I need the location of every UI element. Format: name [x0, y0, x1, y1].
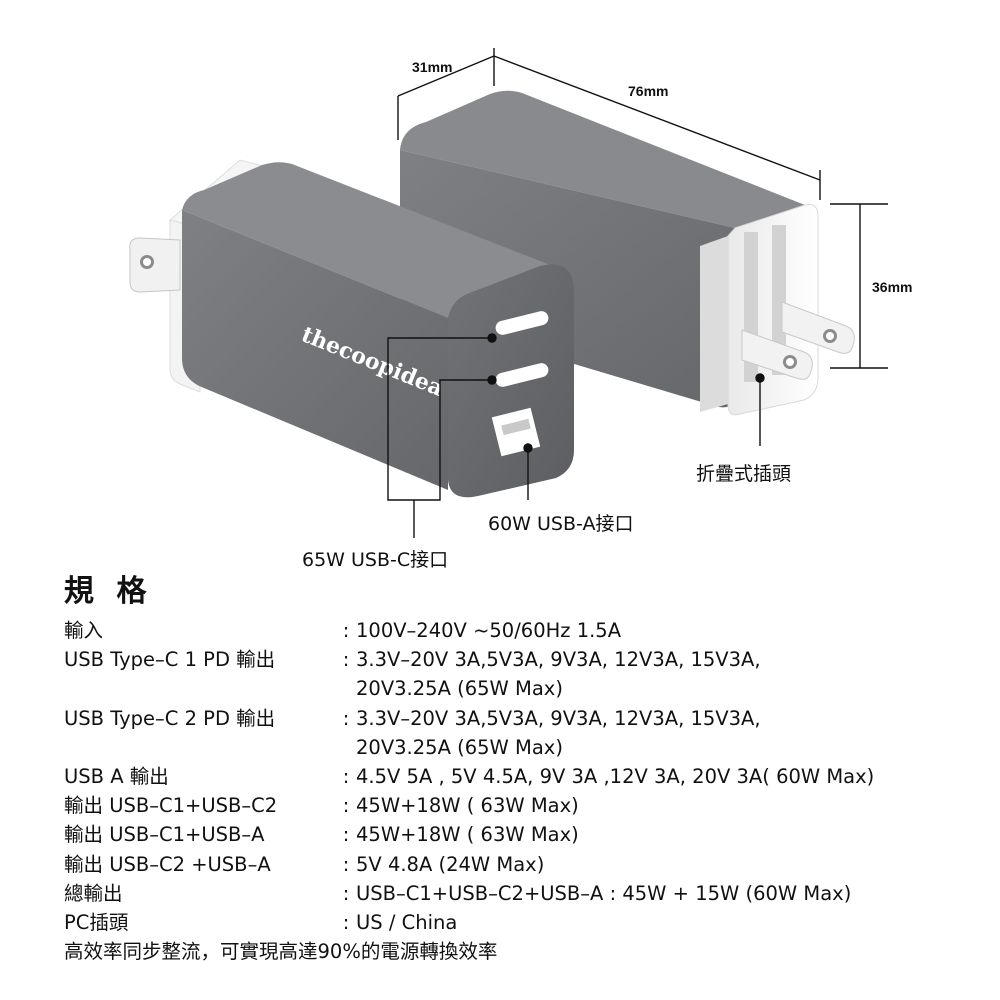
spec-label: USB Type–C 2 PD 輸出	[64, 706, 276, 730]
dimension-height-label: 36mm	[872, 279, 912, 295]
usb-c-port-2	[495, 363, 549, 387]
spec-row: USB Type–C 1 PD 輸出:3.3V–20V 3A,5V3A, 9V3…	[64, 645, 984, 703]
spec-colon: :	[342, 706, 350, 730]
plug-prong-upper	[781, 301, 855, 354]
callout-usb-a-port: 60W USB-A接口	[488, 513, 633, 535]
charger-front-view: thecoopidea	[129, 159, 574, 498]
dimension-length	[493, 55, 821, 200]
spec-label: PC插頭	[64, 911, 129, 935]
spec-colon: :	[342, 619, 350, 642]
spec-row: 總輸出:USB–C1+USB–C2+USB–A : 45W + 15W (60W…	[64, 879, 984, 908]
spec-label: 輸出 USB–C1+USB–A	[64, 823, 265, 847]
spec-value-line: 20V3.25A (65W Max)	[356, 677, 563, 701]
spec-values: 45W+18W ( 63W Max)	[356, 791, 984, 820]
usb-c-port-1	[495, 311, 549, 335]
charger-illustration: thecoopidea 31mm 76mm 36mm 折疊式插頭 60W USB…	[129, 48, 912, 571]
spec-value-line: 4.5V 5A , 5V 4.5A, 9V 3A ,12V 3A, 20V 3A…	[356, 765, 875, 789]
spec-label: 輸出 USB–C1+USB–C2	[64, 794, 278, 818]
spec-values: US / China	[356, 908, 984, 937]
callout-foldable-plug-line	[755, 373, 765, 446]
spec-value-line: 45W+18W ( 63W Max)	[356, 823, 579, 847]
spec-label: 輸出 USB–C2 +USB–A	[64, 852, 271, 876]
callout-usb-a-line	[523, 443, 533, 500]
spec-label: 輸入	[64, 619, 104, 642]
callout-usb-c-line	[387, 333, 497, 538]
spec-values: 4.5V 5A , 5V 4.5A, 9V 3A ,12V 3A, 20V 3A…	[356, 762, 984, 791]
spec-row: 輸出 USB–C1+USB–C2:45W+18W ( 63W Max)	[64, 791, 984, 820]
dimension-height	[830, 203, 888, 369]
spec-values: USB–C1+USB–C2+USB–A : 45W + 15W (60W Max…	[356, 879, 984, 908]
spec-label: USB Type–C 1 PD 輸出	[64, 648, 276, 672]
spec-colon: :	[342, 794, 350, 818]
spec-label: 總輸出	[64, 881, 123, 905]
spec-label: USB A 輸出	[64, 765, 169, 789]
spec-colon: :	[342, 852, 350, 876]
spec-value-line: 5V 4.8A (24W Max)	[356, 852, 545, 876]
spec-value-line: 20V3.25A (65W Max)	[356, 735, 563, 759]
spec-colon: :	[342, 911, 350, 935]
dimension-depth	[397, 48, 495, 140]
dimension-depth-label: 31mm	[412, 59, 452, 75]
spec-value-line: US / China	[356, 911, 458, 935]
spec-value-line: 3.3V–20V 3A,5V3A, 9V3A, 12V3A, 15V3A,	[356, 648, 761, 672]
spec-values: 100V–240V ~50/60Hz 1.5A	[356, 616, 984, 645]
spec-title: 規 格	[64, 574, 153, 609]
spec-value-line: USB–C1+USB–C2+USB–A : 45W + 15W (60W Max…	[356, 881, 852, 905]
callout-usb-c-port: 65W USB-C接口	[302, 549, 448, 571]
spec-footer: 高效率同步整流，可實現高達90%的電源轉換效率	[64, 940, 498, 963]
spec-row: PC插頭:US / China	[64, 908, 984, 937]
spec-colon: :	[342, 881, 350, 905]
plug-prong-lower	[741, 329, 813, 380]
dimension-length-label: 76mm	[628, 83, 668, 99]
callout-foldable-plug: 折疊式插頭	[696, 463, 791, 485]
spec-row: USB Type–C 2 PD 輸出:3.3V–20V 3A,5V3A, 9V3…	[64, 704, 984, 762]
spec-row: 輸出 USB–C2 +USB–A:5V 4.8A (24W Max)	[64, 850, 984, 879]
plug-prong-folded	[129, 237, 181, 293]
spec-values: 45W+18W ( 63W Max)	[356, 820, 984, 849]
spec-values: 3.3V–20V 3A,5V3A, 9V3A, 12V3A, 15V3A, 20V…	[356, 645, 984, 703]
spec-value-line: 45W+18W ( 63W Max)	[356, 794, 579, 818]
spec-value-line: 3.3V–20V 3A,5V3A, 9V3A, 12V3A, 15V3A,	[356, 706, 761, 730]
spec-colon: :	[342, 823, 350, 847]
spec-values: 3.3V–20V 3A,5V3A, 9V3A, 12V3A, 15V3A, 20V…	[356, 704, 984, 762]
spec-colon: :	[342, 765, 350, 789]
spec-values: 5V 4.8A (24W Max)	[356, 850, 984, 879]
spec-row: 輸出 USB–C1+USB–A:45W+18W ( 63W Max)	[64, 820, 984, 849]
spec-row: USB A 輸出:4.5V 5A , 5V 4.5A, 9V 3A ,12V 3…	[64, 762, 984, 791]
spec-row: 輸入:100V–240V ~50/60Hz 1.5A	[64, 616, 984, 645]
spec-colon: :	[342, 648, 350, 672]
spec-value-line: 100V–240V ~50/60Hz 1.5A	[356, 619, 622, 642]
